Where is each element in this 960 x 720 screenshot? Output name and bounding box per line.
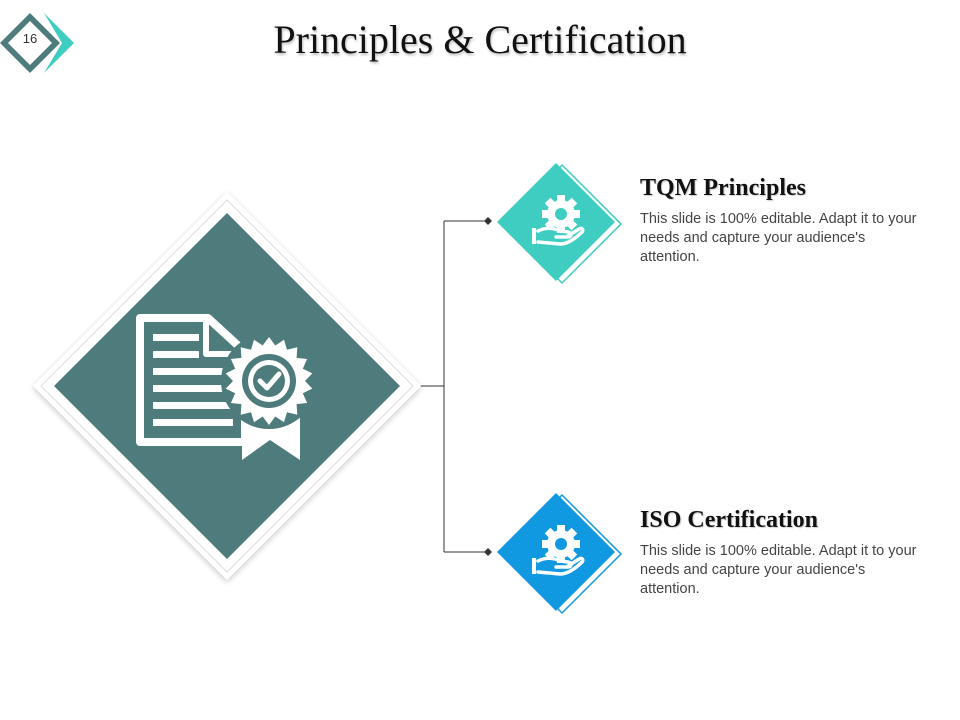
page-number: 16 bbox=[22, 31, 38, 46]
tqm-principles-description: This slide is 100% editable. Adapt it to… bbox=[640, 211, 917, 265]
iso-certification-description: This slide is 100% editable. Adapt it to… bbox=[640, 543, 917, 597]
connector-lines bbox=[420, 220, 487, 553]
connector-dot-top bbox=[484, 217, 492, 225]
tqm-principles-title: TQM Principles bbox=[640, 175, 806, 201]
iso-certification-title: ISO Certification bbox=[640, 507, 818, 533]
certificate-badge-icon bbox=[136, 314, 317, 460]
iso-gear-hand-icon bbox=[532, 525, 585, 576]
connector-dot-bottom bbox=[484, 548, 492, 556]
page-number-badge bbox=[0, 13, 74, 73]
page-title: Principles & Certification bbox=[273, 17, 687, 62]
tqm-gear-hand-icon bbox=[532, 195, 585, 246]
